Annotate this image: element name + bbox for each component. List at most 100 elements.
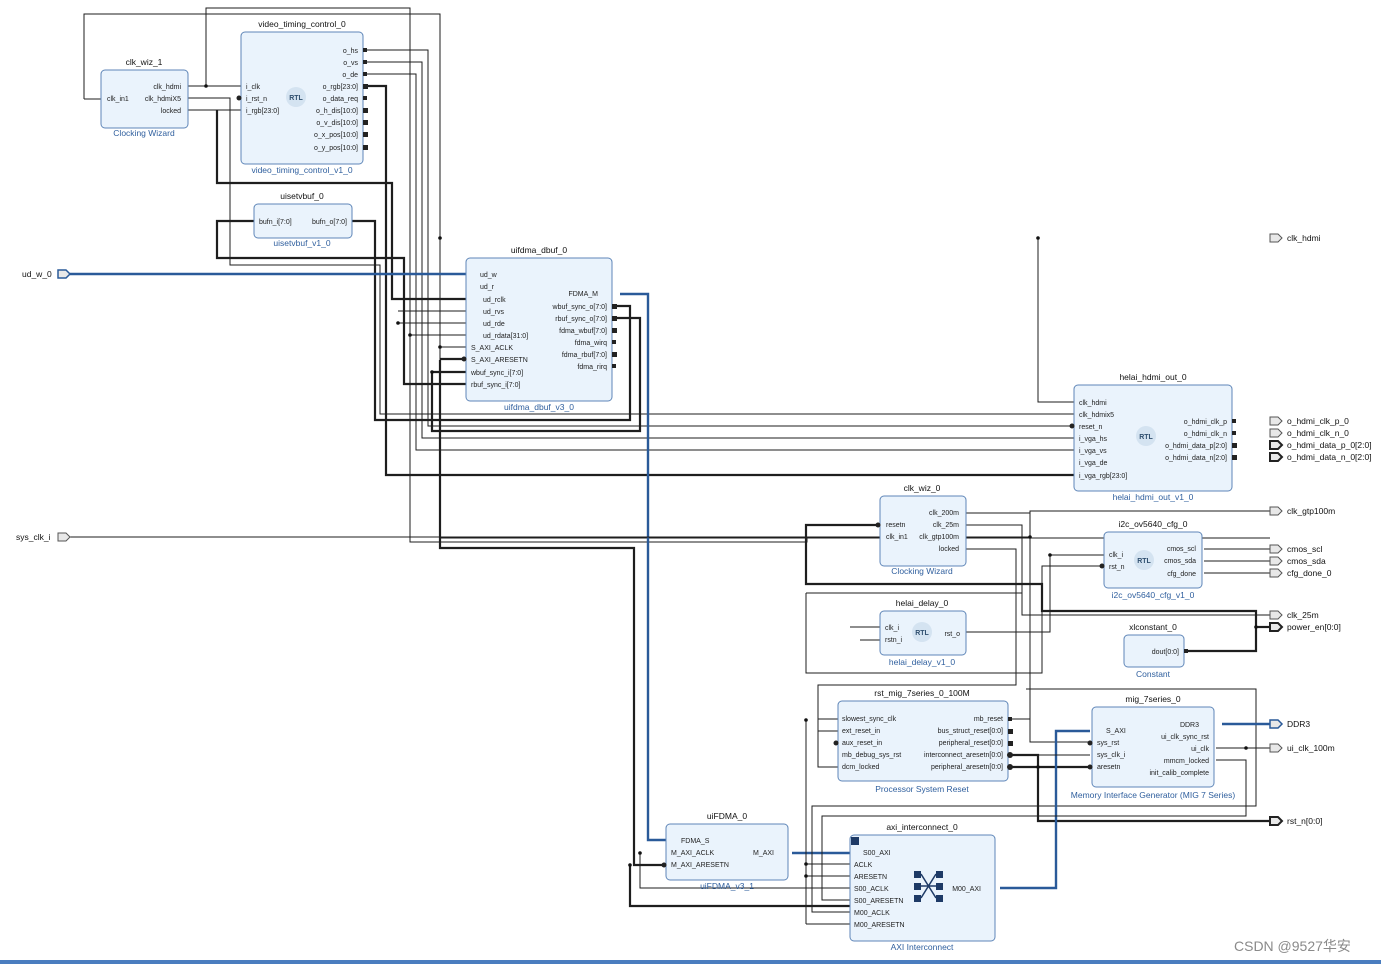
expand-icon[interactable] [851,837,859,845]
svg-text:o_h_dis[10:0]: o_h_dis[10:0] [316,108,358,115]
port-o-hdmi-clk-n[interactable]: o_hdmi_clk_n_0 [1269,428,1349,438]
svg-text:cmos_sda: cmos_sda [1287,556,1326,566]
svg-text:M_AXI_ACLK: M_AXI_ACLK [671,850,715,857]
svg-text:cfg_done: cfg_done [1167,571,1196,578]
port-o-hdmi-clk-p[interactable]: o_hdmi_clk_p_0 [1269,416,1349,426]
block-xlconstant[interactable]: xlconstant_0 dout[0:0] Constant [1123,622,1185,679]
port-ui-clk-100m[interactable]: ui_clk_100m [1269,743,1335,753]
svg-text:clk_in1: clk_in1 [886,534,908,541]
svg-text:o_de: o_de [342,72,358,79]
svg-text:ud_rdata[31:0]: ud_rdata[31:0] [483,333,528,340]
svg-text:fdma_rbuf[7:0]: fdma_rbuf[7:0] [562,352,607,359]
svg-text:uisetvbuf_0: uisetvbuf_0 [280,191,324,201]
block-processor-system-reset[interactable]: rst_mig_7series_0_100M slowest_sync_clk … [837,688,1009,794]
output-port-icon [1269,816,1284,826]
svg-text:video_timing_control_0: video_timing_control_0 [258,19,346,29]
svg-text:ARESETN: ARESETN [854,874,887,881]
svg-text:M00_AXI: M00_AXI [952,886,981,893]
svg-text:M00_ARESETN: M00_ARESETN [854,922,905,929]
rtl-badge-icon: RTL [286,87,306,107]
block-clk-wiz-0[interactable]: clk_wiz_0 resetn clk_in1 clk_200m clk_25… [879,483,967,576]
svg-text:i2c_ov5640_cfg_v1_0: i2c_ov5640_cfg_v1_0 [1112,590,1195,600]
svg-text:RTL: RTL [289,95,303,102]
svg-text:sys_clk_i: sys_clk_i [1097,752,1126,759]
svg-text:uifdma_dbuf_v3_0: uifdma_dbuf_v3_0 [504,402,574,412]
svg-text:sys_clk_i: sys_clk_i [16,532,51,542]
svg-text:helai_delay_0: helai_delay_0 [896,598,949,608]
svg-text:i_rst_n: i_rst_n [246,96,267,103]
block-i2c-ov5640-cfg[interactable]: i2c_ov5640_cfg_0 clk_i rst_n cmos_scl cm… [1103,519,1203,600]
output-port-icon [1269,428,1283,438]
block-body [253,203,353,239]
svg-text:clk_hdmi: clk_hdmi [1079,400,1107,407]
svg-text:mb_reset: mb_reset [974,716,1003,723]
svg-text:axi_interconnect_0: axi_interconnect_0 [886,822,958,832]
svg-text:i_vga_rgb[23:0]: i_vga_rgb[23:0] [1079,473,1127,480]
block-video-timing-control[interactable]: video_timing_control_0 i_clk i_rst_n i_r… [240,19,364,175]
svg-text:sys_rst: sys_rst [1097,740,1119,747]
svg-text:o_x_pos[10:0]: o_x_pos[10:0] [314,132,358,139]
svg-text:o_y_pos[10:0]: o_y_pos[10:0] [314,145,358,152]
svg-text:ud_w_0: ud_w_0 [22,269,52,279]
rtl-badge-icon: RTL [1134,550,1154,570]
svg-text:o_rgb[23:0]: o_rgb[23:0] [323,84,358,91]
svg-text:rstn_i: rstn_i [885,637,903,644]
port-rst-n[interactable]: rst_n[0:0] [1269,816,1322,826]
svg-text:peripheral_aresetn[0:0]: peripheral_aresetn[0:0] [931,764,1003,771]
block-clk-wiz-1[interactable]: clk_wiz_1 clk_in1 clk_hdmi clk_hdmiX5 lo… [100,57,189,138]
svg-text:rst_n[0:0]: rst_n[0:0] [1287,816,1322,826]
block-helai-delay[interactable]: helai_delay_0 clk_i rstn_i rst_o RTL hel… [879,598,967,667]
port-cmos-scl[interactable]: cmos_scl [1269,544,1323,554]
svg-text:i_rgb[23:0]: i_rgb[23:0] [246,108,279,115]
junctions [204,84,1258,878]
port-power-en[interactable]: power_en[0:0] [1269,622,1341,632]
bottom-scroll-bar[interactable] [0,960,1381,964]
svg-text:i_vga_hs: i_vga_hs [1079,436,1108,443]
svg-text:mmcm_locked: mmcm_locked [1164,758,1209,765]
output-port-icon [1269,568,1283,578]
svg-text:o_hdmi_clk_p_0: o_hdmi_clk_p_0 [1287,416,1349,426]
block-hdmi-out[interactable]: helai_hdmi_out_0 clk_hdmi clk_hdmix5 res… [1073,372,1233,502]
svg-text:interconnect_aresetn[0:0]: interconnect_aresetn[0:0] [924,752,1003,759]
svg-text:rst_mig_7series_0_100M: rst_mig_7series_0_100M [874,688,969,698]
svg-text:i_clk: i_clk [246,84,261,91]
port-clk-gtp100m[interactable]: clk_gtp100m [1269,506,1335,516]
block-uifdma[interactable]: uiFDMA_0 FDMA_S M_AXI_ACLK M_AXI_ARESETN… [665,811,789,891]
port-ud-w-0[interactable]: ud_w_0 [22,269,72,279]
svg-text:clk_25m: clk_25m [933,522,959,529]
svg-text:FDMA_M: FDMA_M [568,291,598,298]
svg-text:fdma_wbuf[7:0]: fdma_wbuf[7:0] [559,328,607,335]
svg-text:peripheral_reset[0:0]: peripheral_reset[0:0] [939,740,1003,747]
block-mig-7series[interactable]: mig_7series_0 S_AXI sys_rst sys_clk_i ar… [1071,694,1236,800]
port-clk-25m[interactable]: clk_25m [1269,610,1319,620]
svg-text:rbuf_sync_i[7:0]: rbuf_sync_i[7:0] [471,382,520,389]
port-cmos-sda[interactable]: cmos_sda [1269,556,1326,566]
svg-text:S00_AXI: S00_AXI [863,850,891,857]
external-ports: ud_w_0 sys_clk_i clk_hdmi o_hdmi_clk_p_0… [16,233,1372,826]
block-uifdma-dbuf[interactable]: uifdma_dbuf_0 ud_w ud_r ud_rclk ud_rvs u… [465,245,613,412]
output-port-icon [1269,416,1283,426]
svg-text:init_calib_complete: init_calib_complete [1149,770,1209,777]
svg-text:cmos_sda: cmos_sda [1164,558,1196,565]
svg-text:ui_clk_100m: ui_clk_100m [1287,743,1335,753]
port-sys-clk-i[interactable]: sys_clk_i [16,532,71,542]
svg-text:mig_7series_0: mig_7series_0 [1125,694,1181,704]
port-o-hdmi-data-p[interactable]: o_hdmi_data_p_0[2:0] [1269,440,1372,450]
svg-text:clk_in1: clk_in1 [107,96,129,103]
port-ddr3[interactable]: DDR3 [1269,719,1310,729]
port-clk-hdmi[interactable]: clk_hdmi [1269,233,1321,243]
svg-text:mb_debug_sys_rst: mb_debug_sys_rst [842,752,901,759]
crossbar-icon [914,871,943,902]
block-axi-interconnect[interactable]: axi_interconnect_0 S00_AXI ACLK ARESETN … [849,822,996,952]
svg-text:Constant: Constant [1136,669,1171,679]
block-body [849,834,996,942]
port-o-hdmi-data-n[interactable]: o_hdmi_data_n_0[2:0] [1269,452,1372,462]
svg-text:i2c_ov5640_cfg_0: i2c_ov5640_cfg_0 [1118,519,1187,529]
svg-text:cfg_done_0: cfg_done_0 [1287,568,1332,578]
svg-text:o_data_req: o_data_req [323,96,359,103]
block-uisetvbuf[interactable]: uisetvbuf_0 bufn_i[7:0] bufn_o[7:0] uise… [253,191,353,248]
svg-text:clk_200m: clk_200m [929,510,959,517]
port-cfg-done-0[interactable]: cfg_done_0 [1269,568,1332,578]
block-body [100,69,189,129]
svg-text:dout[0:0]: dout[0:0] [1152,649,1179,656]
